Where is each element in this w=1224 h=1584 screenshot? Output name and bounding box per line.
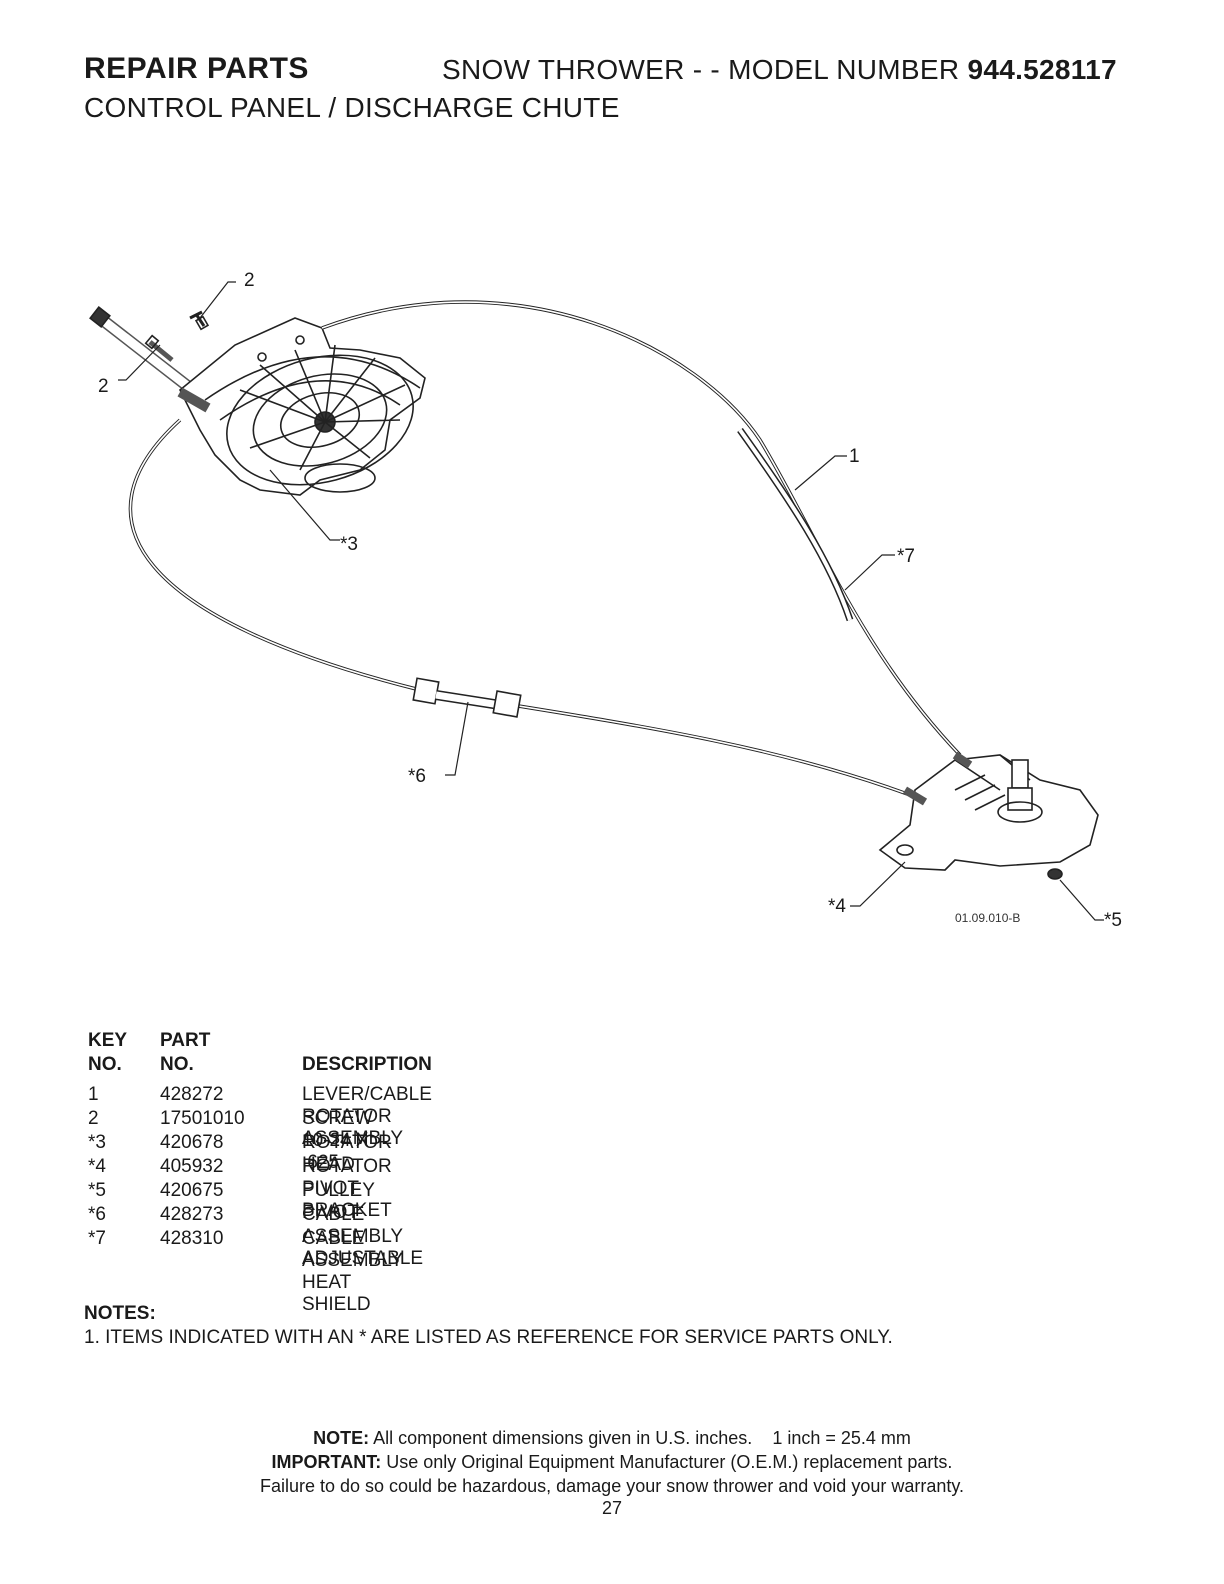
part-no: 428272 [160, 1084, 224, 1105]
part-no: 420675 [160, 1180, 224, 1201]
important-label: IMPORTANT: [271, 1452, 382, 1472]
footer-warning: Failure to do so could be hazardous, dam… [259, 1476, 965, 1496]
key-no: *5 [88, 1180, 106, 1201]
important-text: Use only Original Equipment Manufacturer… [381, 1452, 953, 1472]
part-no: 428273 [160, 1204, 224, 1225]
key-no: *4 [88, 1156, 106, 1177]
pivot-bracket-assembly [878, 751, 1099, 880]
parts-diagram: 2 2 *3 1 *7 *6 *4 *5 01.09.010-B [89, 270, 1122, 931]
model-number: 944.528117 [967, 54, 1117, 85]
key-no: *6 [88, 1204, 106, 1225]
description: CABLE ASSEMBLY ADJUSTABLE [302, 1204, 424, 1269]
product-label: SNOW THROWER - - MODEL NUMBER [442, 54, 960, 85]
leader-lines [118, 281, 1104, 921]
page-number: 27 [601, 1498, 623, 1518]
product-title: SNOW THROWER - - MODEL NUMBER 944.528117 [442, 54, 1117, 86]
callout-2-lower: 2 [98, 376, 109, 397]
callout-2-upper: 2 [244, 270, 255, 291]
key-header-top: KEY [88, 1030, 128, 1051]
figure-id: 01.09.010-B [955, 911, 1020, 925]
description: ROTATOR PIVOT BRACKET [302, 1156, 392, 1221]
section-title: REPAIR PARTS [84, 52, 309, 85]
cable-adjuster [412, 677, 522, 718]
key-no: 2 [88, 1108, 99, 1129]
callout-6: *6 [408, 766, 426, 787]
screw-lower [144, 334, 174, 362]
part-no: 428310 [160, 1228, 224, 1249]
screw-upper [189, 310, 210, 331]
description: ROTATOR HEAD [302, 1132, 392, 1175]
part-header-bottom: NO. [160, 1054, 194, 1075]
part-no: 17501010 [160, 1108, 245, 1129]
rotator-head-assembly [177, 317, 426, 496]
description: LEVER/CABLE ROTATOR ASSEMBLY [302, 1084, 432, 1149]
callout-1: 1 [849, 446, 860, 467]
note-label: NOTE: [313, 1428, 370, 1448]
description-header: DESCRIPTION [302, 1054, 432, 1075]
footer-important: IMPORTANT: Use only Original Equipment M… [0, 1452, 1224, 1473]
description: CABLE ASSEMBLY HEAT SHIELD [302, 1228, 403, 1315]
part-no: 405932 [160, 1156, 224, 1177]
callout-5: *5 [1104, 910, 1122, 931]
footer-note: NOTE: All component dimensions given in … [0, 1428, 1224, 1449]
part-no: 420678 [160, 1132, 224, 1153]
page-subtitle: CONTROL PANEL / DISCHARGE CHUTE [84, 92, 620, 123]
notes-heading: NOTES: [84, 1303, 156, 1324]
description: PULLEY PIVOT [302, 1180, 375, 1223]
note-text: All component dimensions given in U.S. i… [369, 1428, 911, 1448]
note-item: 1. ITEMS INDICATED WITH AN * ARE LISTED … [84, 1327, 893, 1348]
threaded-rod [89, 306, 194, 393]
key-no: *3 [88, 1132, 106, 1153]
description: SCREW 10-24 X .625 [302, 1108, 373, 1173]
callout-4: *4 [828, 896, 846, 917]
part-header-top: PART [160, 1030, 211, 1051]
key-no: 1 [88, 1084, 99, 1105]
key-header-bottom: NO. [88, 1054, 122, 1075]
callout-7: *7 [897, 546, 915, 567]
key-no: *7 [88, 1228, 106, 1249]
callout-3: *3 [340, 534, 358, 555]
